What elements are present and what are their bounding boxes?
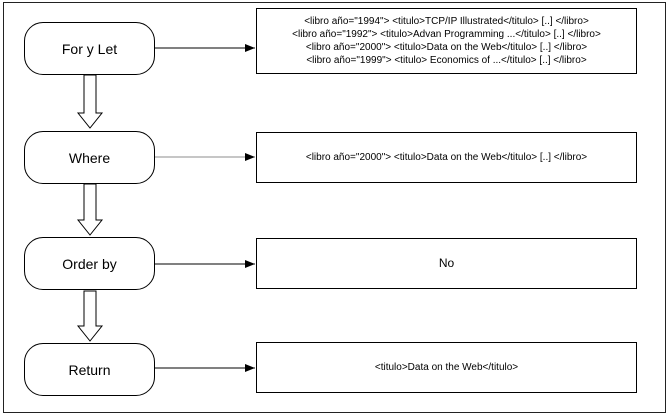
stage-order-by: Order by bbox=[24, 237, 155, 290]
result-line: <libro año="1994"> <titulo>TCP/IP Illust… bbox=[304, 16, 589, 27]
result-return: <titulo>Data on the Web</titulo> bbox=[256, 342, 637, 393]
stage-where: Where bbox=[24, 131, 155, 184]
stage-label: Order by bbox=[62, 255, 117, 272]
result-line: <libro año="1992"> <titulo>Advan Program… bbox=[292, 29, 601, 40]
stage-label: Return bbox=[68, 361, 111, 378]
stage-label: For y Let bbox=[61, 40, 118, 57]
flow-arrow-3 bbox=[76, 290, 104, 342]
result-line: <libro año="2000"> <titulo>Data on the W… bbox=[305, 42, 588, 53]
stage-return: Return bbox=[24, 343, 155, 396]
result-where: <libro año="2000"> <titulo>Data on the W… bbox=[256, 132, 637, 183]
stage-for-let: For y Let bbox=[24, 22, 155, 75]
result-order-by: No bbox=[256, 238, 637, 289]
flow-arrow-2 bbox=[76, 183, 104, 236]
result-line: <libro año="2000"> <titulo>Data on the W… bbox=[305, 152, 588, 163]
result-for-let: <libro año="1994"> <titulo>TCP/IP Illust… bbox=[256, 8, 637, 74]
result-line: No bbox=[438, 256, 455, 270]
result-line: <libro año="1999"> <titulo> Economics of… bbox=[306, 55, 587, 66]
stage-label: Where bbox=[68, 149, 111, 166]
result-line: <titulo>Data on the Web</titulo> bbox=[374, 362, 519, 373]
flow-arrow-1 bbox=[76, 74, 104, 129]
